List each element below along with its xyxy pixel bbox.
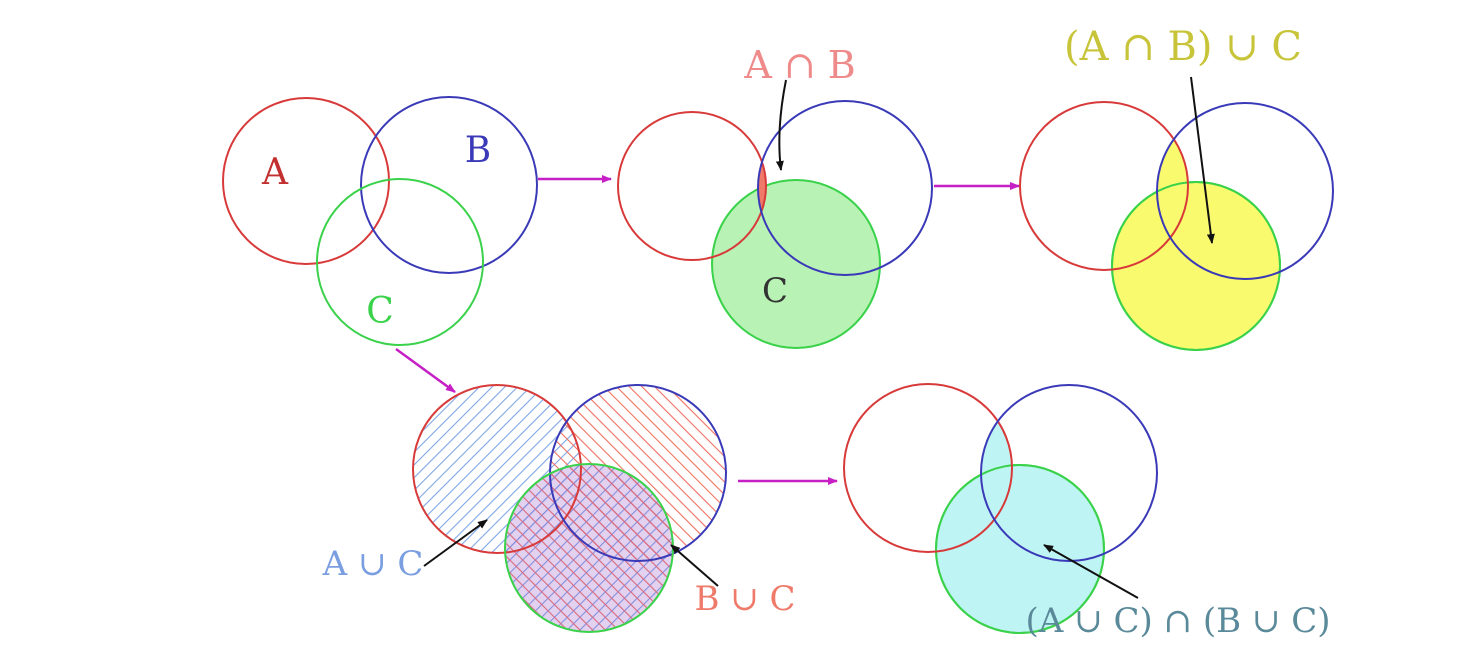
diagram-5-result: (A ∪ C) ∩ (B ∪ C): [843, 383, 1331, 641]
circle-c-outline: [935, 464, 1105, 634]
pointer-b-union-c: [670, 544, 719, 587]
circle-b: [757, 100, 933, 276]
pointer-a-union-c: [423, 519, 488, 567]
pointer-result-2: [1043, 544, 1139, 599]
diagram-2-intersection: A ∩ B C: [617, 43, 933, 349]
label-c: C: [762, 271, 788, 311]
circle-a: [222, 97, 390, 265]
process-arrows: [395, 175, 1020, 485]
circle-b: [1156, 102, 1334, 280]
diagram-1-sets: A B C: [222, 96, 538, 346]
circle-c-filled: [711, 179, 881, 349]
arrow-1-to-4: [395, 347, 456, 394]
pointer-a-intersect-b: [775, 79, 787, 171]
label-a-union-c: A ∪ C: [322, 544, 424, 584]
pointer-result-1: [1190, 76, 1215, 244]
circle-a: [843, 383, 1013, 553]
label-a-intersect-b: A ∩ B: [743, 43, 855, 87]
label-b: B: [465, 130, 491, 171]
label-result-1: (A ∩ B) ∪ C: [1064, 24, 1302, 70]
label-a: A: [261, 152, 289, 193]
circle-a: [617, 111, 767, 261]
region-c-purple-tint: [505, 464, 673, 632]
circle-b: [980, 384, 1158, 562]
diagram-4-unions: A ∪ C B ∪ C: [322, 384, 796, 633]
circle-a: [1019, 101, 1189, 271]
label-result-2: (A ∪ C) ∩ (B ∪ C): [1026, 601, 1331, 641]
circle-b: [360, 96, 538, 274]
diagram-3-result: (A ∩ B) ∪ C: [1019, 24, 1334, 351]
label-c: C: [366, 291, 394, 332]
region-b-union-c-hatch: [505, 385, 726, 632]
circle-c: [316, 178, 484, 346]
circle-c-outline: [1111, 181, 1281, 351]
circle-a: [412, 384, 582, 554]
label-b-union-c: B ∪ C: [694, 579, 795, 619]
